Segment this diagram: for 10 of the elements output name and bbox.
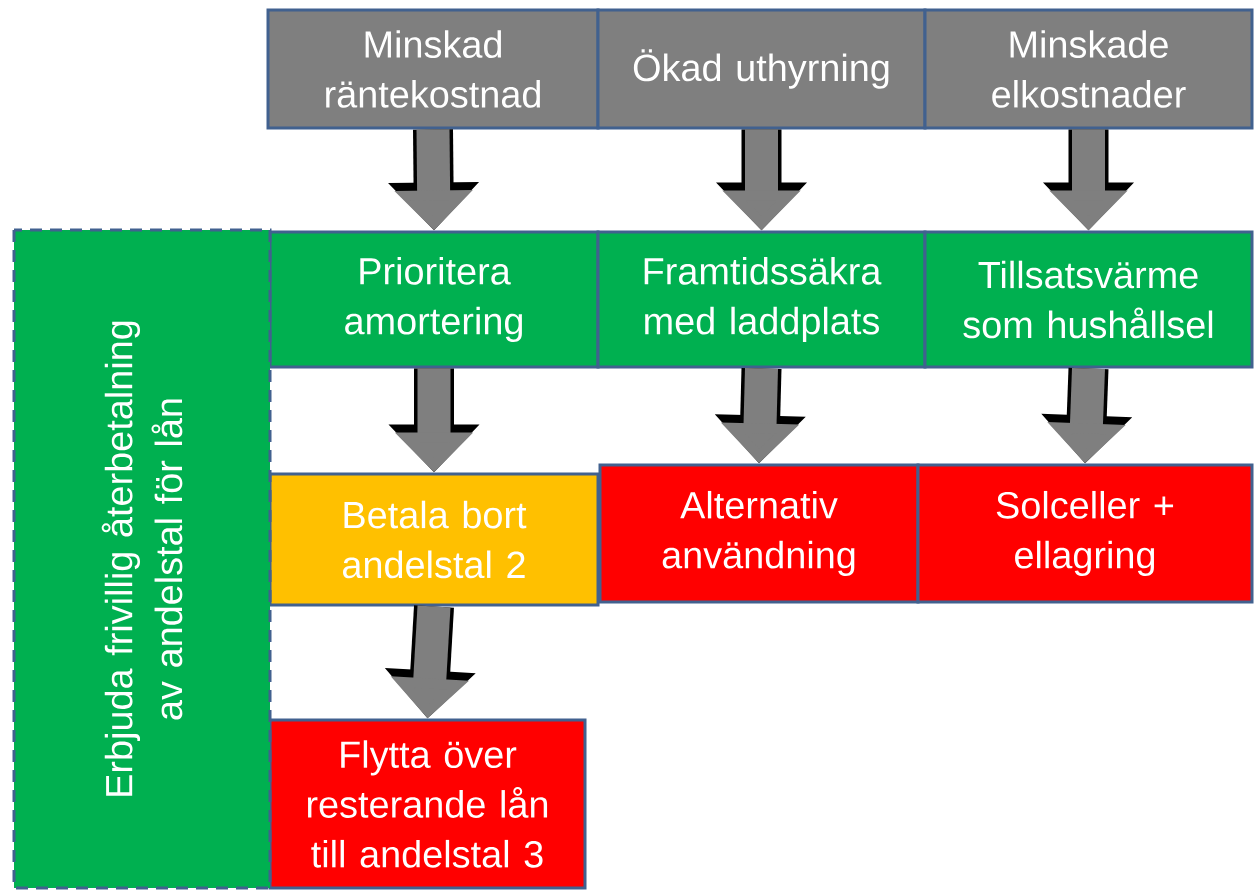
action-box: Framtidssäkra med laddplats — [596, 230, 927, 369]
action-box: Tillsatsvärme som hushållsel — [923, 230, 1254, 369]
action-box: Betala bort andelstal 2 — [268, 472, 600, 607]
action-box: Prioritera amortering — [268, 230, 600, 369]
cause-box: Minskade elkostnader — [923, 8, 1254, 130]
action-box: Solceller + ellagring — [916, 463, 1254, 604]
cause-box: Minskad räntekostnad — [266, 8, 600, 130]
action-box: Alternativ användning — [598, 463, 920, 604]
cause-box: Ökad uthyrning — [596, 8, 927, 130]
action-box: Flytta över resterande lån till andelstal 3 — [268, 718, 587, 890]
